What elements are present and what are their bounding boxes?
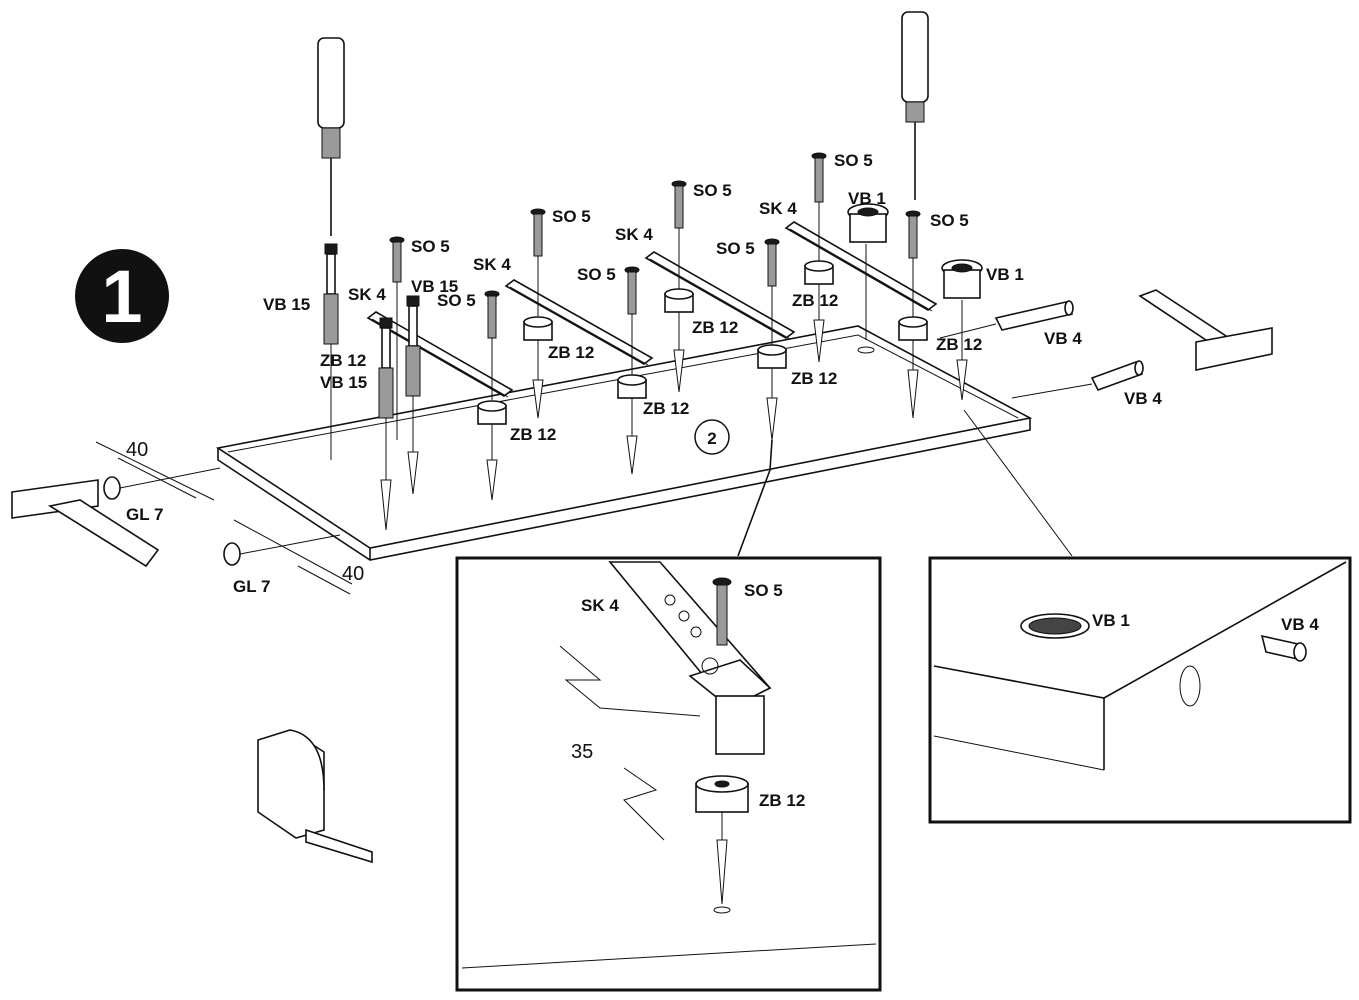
spacer-zb12: [804, 260, 834, 363]
leader-line: [737, 439, 773, 557]
label-sk4: SK 4: [759, 199, 797, 218]
panel: [215, 325, 1033, 561]
screw-so5: [484, 290, 500, 400]
label-zb12: ZB 12: [936, 335, 982, 354]
label-vb15: VB 15: [411, 277, 458, 296]
label-zb12: ZB 12: [548, 343, 594, 362]
leader-line: [963, 409, 1073, 557]
rail-sk4: [504, 279, 654, 366]
spacer-zb12: [757, 344, 787, 441]
dimension-label: 40: [126, 439, 148, 461]
label-so5: SO 5: [834, 151, 873, 170]
detail-dimension-label: 35: [571, 741, 593, 763]
detail-label-sk4: SK 4: [581, 596, 619, 615]
dowel-vb4: [1011, 360, 1144, 399]
label-zb12: ZB 12: [320, 351, 366, 370]
rail-sk4: [644, 251, 796, 340]
cam-lock-vb1: [847, 203, 889, 354]
label-sk4: SK 4: [615, 225, 653, 244]
glide-gl7: [223, 534, 341, 566]
dimension-lines: [95, 441, 353, 595]
tape-measure-icon: [257, 729, 373, 864]
cam-lock-vb1: [941, 259, 983, 401]
screw-so5: [764, 238, 780, 346]
label-so5: SO 5: [577, 265, 616, 284]
rail-sk4: [784, 221, 938, 312]
label-sk4: SK 4: [473, 255, 511, 274]
label-so5: SO 5: [552, 207, 591, 226]
detail-label-so5: SO 5: [744, 581, 783, 600]
screwdriver-icon: [317, 37, 345, 236]
label-vb15: VB 15: [263, 295, 310, 314]
label-vb4: VB 4: [1044, 329, 1082, 348]
label-so5: SO 5: [437, 291, 476, 310]
spacer-zb12: [898, 316, 928, 419]
spacer-zb12: [523, 316, 553, 419]
step-number: 1: [101, 255, 142, 338]
step-number-badge: 1: [75, 249, 169, 343]
screw-so5: [389, 236, 405, 440]
detail-spacer-zb12: [695, 775, 749, 914]
label-vb15: VB 15: [320, 373, 367, 392]
label-zb12: ZB 12: [692, 318, 738, 337]
label-so5: SO 5: [693, 181, 732, 200]
bolt-vb15: [405, 295, 421, 495]
label-vb1: VB 1: [848, 189, 886, 208]
hammer-icon: [11, 479, 160, 568]
label-so5: SO 5: [411, 237, 450, 256]
hammer-icon: [1138, 289, 1273, 371]
screw-so5: [811, 152, 827, 262]
detail-screw-so5: [712, 577, 732, 646]
label-gl7: GL 7: [233, 577, 270, 596]
spacer-zb12: [664, 288, 694, 393]
sub-step-number: 2: [707, 429, 716, 448]
label-zb12: ZB 12: [791, 369, 837, 388]
screw-so5: [624, 266, 640, 376]
detail-cam-vb1: [1020, 613, 1090, 639]
label-so5: SO 5: [716, 239, 755, 258]
sub-step-marker: 2: [694, 419, 730, 455]
label-vb4: VB 4: [1124, 389, 1162, 408]
dimension-label: 40: [342, 563, 364, 585]
screw-so5: [671, 180, 687, 290]
label-so5: SO 5: [930, 211, 969, 230]
label-gl7: GL 7: [126, 505, 163, 524]
detail-label-vb1: VB 1: [1092, 611, 1130, 630]
detail-label-zb12: ZB 12: [759, 791, 805, 810]
spacer-zb12: [617, 374, 647, 475]
screw-stacks: [389, 152, 928, 501]
screw-so5: [905, 210, 921, 318]
screw-so5: [530, 208, 546, 316]
rails: [366, 221, 938, 398]
detail-box-corner: VB 1 VB 4: [928, 556, 1352, 824]
rail-sk4: [366, 311, 514, 398]
label-zb12: ZB 12: [792, 291, 838, 310]
label-vb1: VB 1: [986, 265, 1024, 284]
dowel-vb4: [939, 300, 1074, 339]
bolt-vb15: [323, 243, 339, 460]
screwdriver-icon: [901, 11, 929, 200]
detail-label-vb4: VB 4: [1281, 615, 1319, 634]
bolt-vb15: [378, 317, 394, 531]
detail-dowel-vb4: [1260, 634, 1307, 662]
spacer-zb12: [477, 400, 507, 501]
detail-box-rail: SO 5 SK 4 ZB 12 35: [455, 556, 882, 992]
label-sk4: SK 4: [348, 285, 386, 304]
label-zb12: ZB 12: [510, 425, 556, 444]
label-zb12: ZB 12: [643, 399, 689, 418]
